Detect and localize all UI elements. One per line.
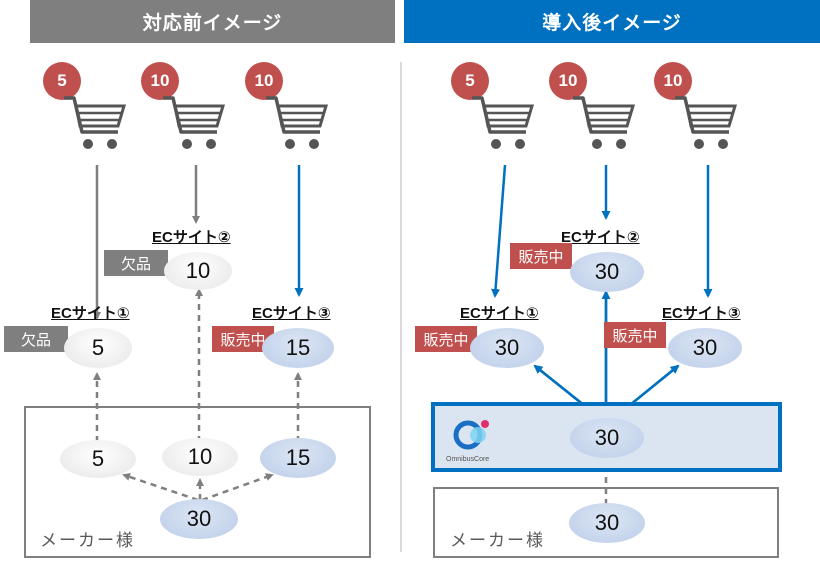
- after-maker-box: [433, 487, 779, 558]
- after-header: 導入後イメージ: [404, 0, 820, 43]
- before-site2-stock: 10: [164, 252, 232, 290]
- before-total-to-inv3: [201, 473, 274, 502]
- after-cart2-icon: [573, 96, 636, 149]
- after-maker-label: メーカー様: [450, 531, 545, 551]
- after-site3-label: ECサイト③: [662, 305, 741, 322]
- before-maker-inventory-1: 5: [60, 440, 136, 478]
- after-site2-stock: 30: [570, 252, 644, 292]
- after-site1-label: ECサイト①: [460, 305, 539, 322]
- after-cart3-badge: 10: [654, 62, 692, 100]
- after-cart1-arrow: [491, 164, 507, 298]
- before-cart3-icon: [266, 96, 329, 149]
- before-cart2-badge: 10: [141, 62, 179, 100]
- before-cart1-badge: 5: [43, 62, 81, 100]
- after-site2-status: 販売中: [510, 243, 572, 269]
- before-maker-box: [24, 406, 371, 558]
- before-maker-inventory-2: 10: [162, 438, 238, 476]
- before-site3-label: ECサイト③: [252, 305, 331, 322]
- after-cart1-icon: [472, 96, 535, 149]
- after-site2-label: ECサイト②: [561, 229, 640, 246]
- before-site1-stock: 5: [64, 328, 132, 368]
- before-site2-label: ECサイト②: [152, 229, 231, 246]
- before-site3-stock: 15: [262, 328, 334, 368]
- after-cart3-icon: [675, 96, 738, 149]
- omnibuscore-logo-text: OmnibusCore: [446, 456, 490, 463]
- after-site3-status: 販売中: [604, 322, 666, 348]
- hub-stock: 30: [570, 418, 644, 458]
- after-site1-stock: 30: [470, 328, 544, 368]
- before-site2-status: 欠品: [104, 250, 168, 276]
- before-site1-label: ECサイト①: [51, 305, 130, 322]
- before-site1-status: 欠品: [4, 326, 68, 352]
- before-cart1-icon: [64, 96, 127, 149]
- after-maker-total: 30: [569, 503, 645, 543]
- after-site3-stock: 30: [668, 328, 742, 368]
- after-cart1-badge: 5: [451, 62, 489, 100]
- before-cart3-badge: 10: [245, 62, 283, 100]
- before-header: 対応前イメージ: [30, 0, 395, 43]
- before-maker-inventory-3: 15: [260, 438, 336, 478]
- after-cart2-badge: 10: [549, 62, 587, 100]
- panel-divider: [400, 62, 402, 552]
- before-cart2-icon: [163, 96, 226, 149]
- before-maker-total: 30: [160, 499, 238, 539]
- after-site1-status: 販売中: [415, 326, 477, 352]
- before-total-to-inv1: [122, 473, 199, 502]
- before-maker-label: メーカー様: [40, 531, 135, 551]
- omnibuscore-logo-icon: [453, 420, 489, 450]
